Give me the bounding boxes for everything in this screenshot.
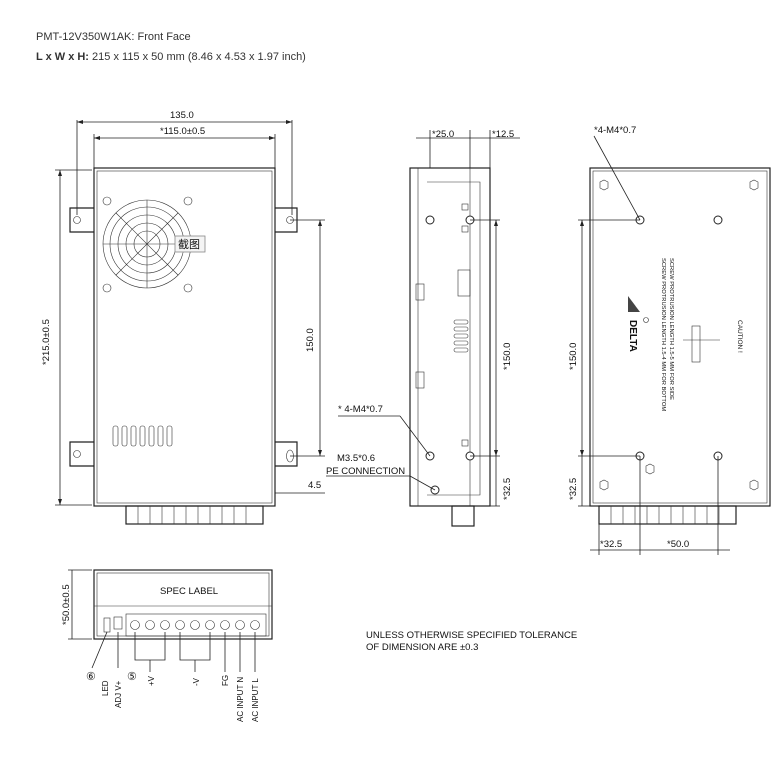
dim-bottom-32-5: *32.5	[568, 478, 579, 500]
pe-connection-label: PE CONNECTION	[326, 466, 405, 477]
pe-screw-note: M3.5*0.6	[337, 453, 375, 464]
callout-5: ⑤	[127, 671, 137, 683]
dimensions-value: 215 x 115 x 50 mm (8.46 x 4.53 x 1.97 in…	[92, 51, 306, 63]
view-name: : Front Face	[131, 31, 191, 43]
screenshot-badge[interactable]	[174, 235, 206, 253]
caution-label: CAUTION ! SCREW PROTRUSION LENGTH 1.5-4 …	[660, 258, 743, 411]
tolerance-note: UNLESS OTHERWISE SPECIFIED TOLERANCE OF …	[366, 630, 577, 653]
pin-ac-l: AC INPUT L	[251, 678, 260, 722]
callout-6: ⑥	[86, 671, 96, 683]
dim-pe-offset: 4.5	[308, 480, 321, 491]
pin-adj: ADJ V+	[114, 680, 123, 708]
svg-text:SCREW PROTRUSION LENGTH 1.5-4: SCREW PROTRUSION LENGTH 1.5-4 MM FOR BOT…	[660, 258, 666, 411]
dim-hole-span: 150.0	[305, 328, 316, 352]
pin-plus-v: +V	[147, 675, 156, 686]
side-view: *25.0 *12.5 *150.0 *32	[326, 129, 520, 527]
terminal-strip	[137, 506, 247, 524]
model-name: PMT-12V350W1AK	[36, 31, 132, 43]
dim-side-32-5: *32.5	[502, 478, 513, 500]
vent-slots	[112, 425, 173, 447]
dimensions-label: L x W x H:	[36, 51, 89, 63]
pin-fg: FG	[221, 675, 230, 686]
svg-text:UNLESS OTHERWISE SPECIFIED TOL: UNLESS OTHERWISE SPECIFIED TOLERANCE	[366, 630, 577, 641]
dim-end-height: *50.0±0.5	[61, 584, 72, 625]
screenshot-badge-label: 截图	[178, 237, 200, 251]
end-view: SPEC LABEL *50.0±0.5 ⑥ ⑤ LED	[61, 569, 273, 722]
dim-bottom-b: *50.0	[667, 539, 689, 550]
svg-text:OF DIMENSION ARE ±0.3: OF DIMENSION ARE ±0.3	[366, 642, 478, 653]
dimensions-line: L x W x H: 215 x 115 x 50 mm (8.46 x 4.5…	[36, 51, 306, 63]
dim-width-body: *115.0±0.5	[160, 126, 205, 137]
dim-width-outer: 135.0	[170, 110, 194, 121]
dim-height-total: *215.0±0.5	[41, 319, 52, 365]
svg-text:DELTA: DELTA	[627, 320, 638, 352]
pin-minus-v: -V	[192, 677, 201, 686]
dim-side-12-5: *12.5	[492, 129, 514, 140]
bottom-view: *4-M4*0.7 CAUTION ! SCREW PROTRUSION LEN…	[568, 125, 771, 555]
svg-text:CAUTION !: CAUTION !	[736, 320, 743, 353]
delta-logo: DELTA	[627, 296, 649, 352]
spec-label: SPEC LABEL	[160, 586, 218, 597]
dim-bottom-150: *150.0	[568, 343, 579, 370]
front-view: 135.0 *115.0±0.5 *215.0±0.5	[41, 110, 325, 525]
bottom-mount-note: *4-M4*0.7	[594, 125, 636, 136]
dim-side-150: *150.0	[502, 343, 513, 370]
side-mount-note: * 4-M4*0.7	[338, 404, 383, 415]
pin-ac-n: AC INPUT N	[236, 677, 245, 722]
side-vents	[453, 319, 469, 353]
dim-bottom-a: *32.5	[600, 539, 622, 550]
svg-text:SCREW PROTRUSION LENGTH 1.5-5: SCREW PROTRUSION LENGTH 1.5-5 MM FOR SID…	[668, 258, 674, 400]
bottom-terminal-strip	[610, 506, 720, 524]
dim-side-25: *25.0	[432, 129, 454, 140]
model-title: PMT-12V350W1AK: Front Face	[36, 31, 191, 43]
pin-led: LED	[101, 680, 110, 696]
end-terminal-screws	[130, 620, 260, 630]
